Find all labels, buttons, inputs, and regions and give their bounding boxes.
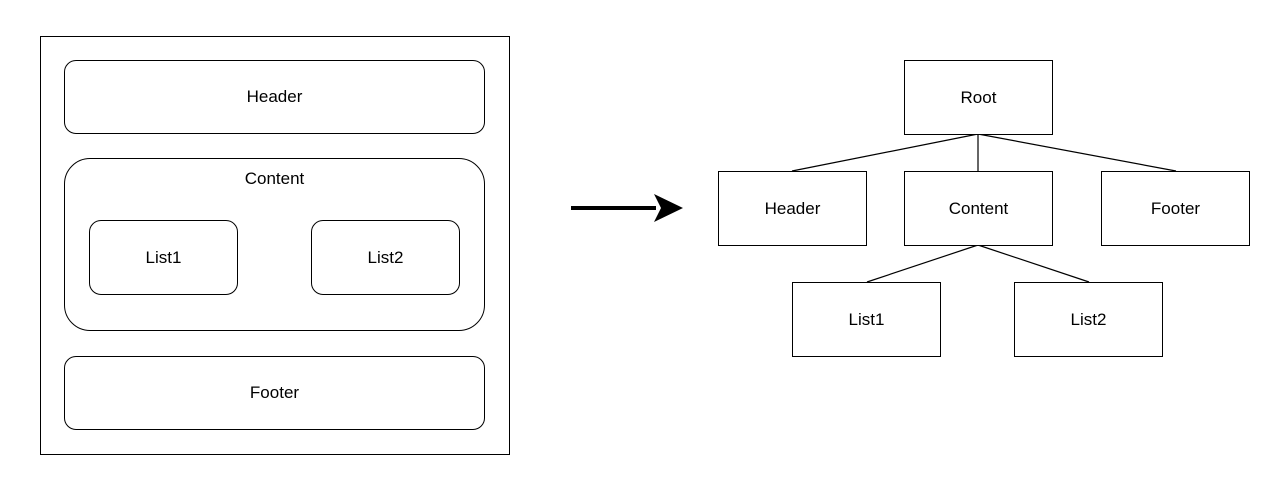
- edge-root-footer: [977, 133, 1177, 172]
- tree-root-label: Root: [960, 87, 997, 107]
- tree-header-label: Header: [764, 198, 821, 218]
- layout-list2-label: List2: [367, 247, 404, 267]
- tree-list1-label: List1: [848, 309, 885, 329]
- tree-list1-node: List1: [792, 282, 941, 357]
- tree-list2-label: List2: [1070, 309, 1107, 329]
- tree-content-node: Content: [904, 171, 1053, 246]
- tree-content-label: Content: [948, 198, 1009, 218]
- tree-footer-node: Footer: [1101, 171, 1250, 246]
- edge-content-list1: [866, 244, 979, 283]
- tree-root-node: Root: [904, 60, 1053, 135]
- edge-content-list2: [977, 244, 1090, 283]
- layout-list2-box: List2: [311, 220, 460, 295]
- layout-content-label: Content: [244, 169, 305, 188]
- layout-footer-label: Footer: [249, 383, 300, 402]
- tree-footer-label: Footer: [1150, 198, 1201, 218]
- layout-header-box: Header: [64, 60, 485, 134]
- transform-arrow-head: [654, 194, 683, 222]
- layout-header-label: Header: [246, 87, 303, 106]
- tree-list2-node: List2: [1014, 282, 1163, 357]
- layout-footer-box: Footer: [64, 356, 485, 430]
- edge-root-header: [791, 133, 979, 172]
- layout-list1-label: List1: [145, 247, 182, 267]
- tree-header-node: Header: [718, 171, 867, 246]
- layout-list1-box: List1: [89, 220, 238, 295]
